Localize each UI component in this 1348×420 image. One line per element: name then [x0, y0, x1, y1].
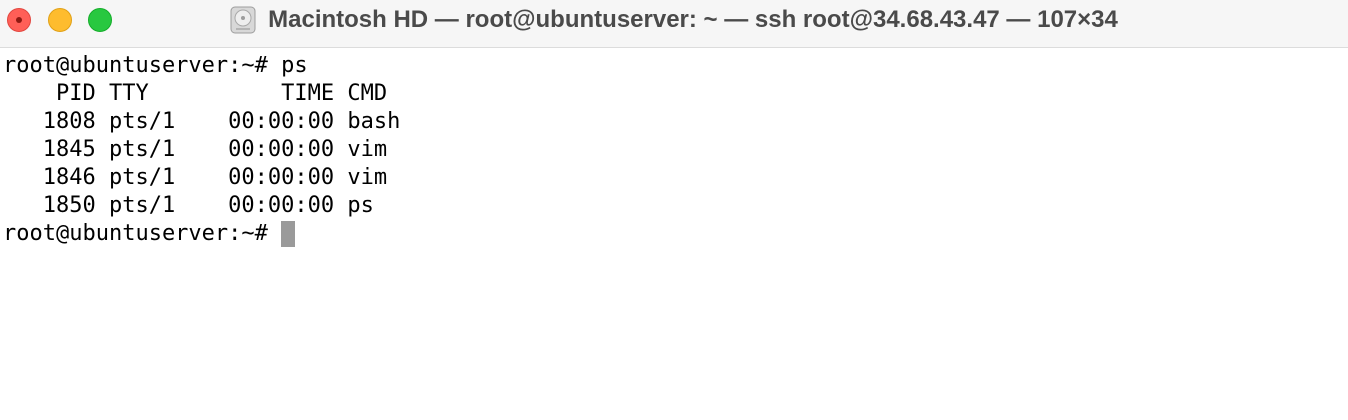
disk-icon — [230, 6, 256, 34]
maximize-button[interactable] — [88, 8, 112, 32]
text-cursor — [281, 221, 296, 247]
close-button[interactable] — [7, 8, 31, 32]
process-row: 1845 pts/1 00:00:00 vim — [3, 137, 388, 162]
minimize-button[interactable] — [48, 8, 72, 32]
current-prompt: root@ubuntuserver:~# — [3, 221, 282, 246]
window-title: Macintosh HD — root@ubuntuserver: ~ — ss… — [268, 6, 1118, 33]
process-row: 1808 pts/1 00:00:00 bash — [3, 109, 401, 134]
title-bar[interactable]: Macintosh HD — root@ubuntuserver: ~ — ss… — [0, 0, 1348, 48]
ps-header: PID TTY TIME CMD — [3, 81, 388, 106]
process-row: 1850 pts/1 00:00:00 ps — [3, 193, 374, 218]
current-prompt-line[interactable]: root@ubuntuserver:~# — [3, 220, 1343, 248]
process-row: 1846 pts/1 00:00:00 vim — [3, 165, 388, 190]
window-title-group: Macintosh HD — root@ubuntuserver: ~ — ss… — [0, 0, 1348, 40]
terminal-output[interactable]: root@ubuntuserver:~# ps PID TTY TIME CMD… — [3, 52, 1343, 248]
command-line: root@ubuntuserver:~# ps — [3, 53, 308, 78]
